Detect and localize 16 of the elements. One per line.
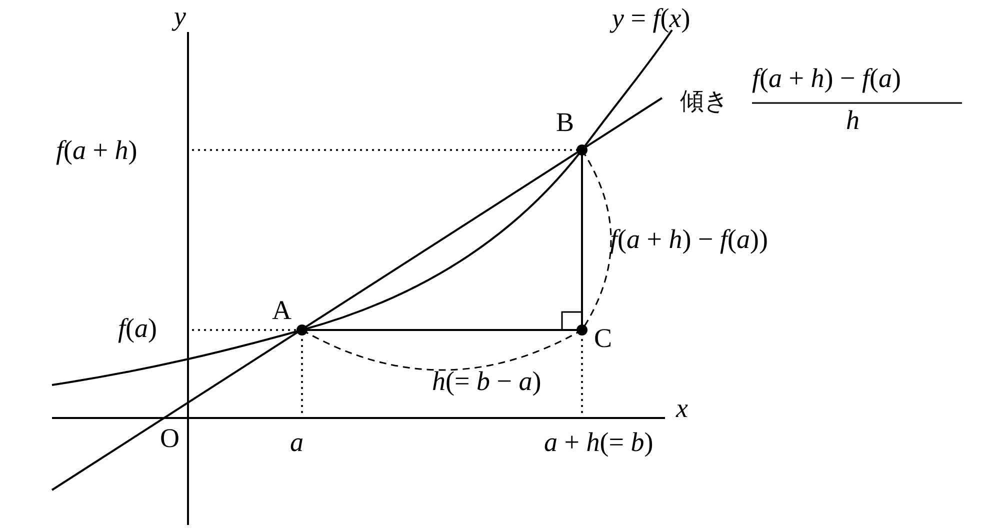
fraction-denominator: h	[846, 106, 860, 136]
axis-label: x	[676, 394, 688, 424]
axis-label: y	[174, 2, 186, 32]
tick-label: a + h(= b)	[544, 428, 654, 458]
origin-label: O	[160, 424, 180, 454]
dimension-label: f(a + h) − f(a))	[610, 225, 768, 255]
dimension-label: h(= b − a)	[432, 367, 542, 397]
point-label: C	[594, 324, 612, 354]
point-label: A	[272, 296, 292, 326]
tick-label: f(a + h)	[56, 136, 138, 166]
point-label: B	[556, 108, 574, 138]
tick-label: f(a)	[118, 314, 158, 344]
tick-label: a	[290, 428, 304, 458]
fraction-numerator: f(a + h) − f(a)	[752, 64, 901, 94]
curve-label: y = f(x)	[612, 4, 690, 34]
slope-label: 傾き	[680, 88, 729, 114]
